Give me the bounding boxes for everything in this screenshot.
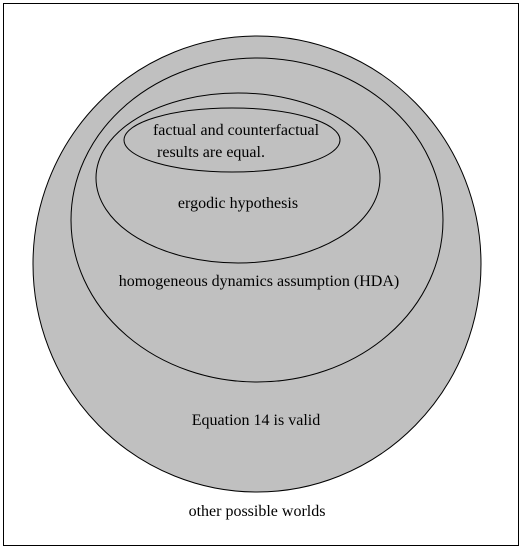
label-factual-counterfactual-line-2: results are equal. (157, 144, 265, 161)
label-factual-counterfactual-line-1: factual and counterfactual (153, 122, 320, 139)
label-homogeneous-dynamics-assumption: homogeneous dynamics assumption (HDA) (119, 273, 399, 290)
label-equation-14-valid: Equation 14 is valid (192, 412, 320, 429)
set-factual-counterfactual-equal (123, 107, 341, 173)
label-ergodic-hypothesis: ergodic hypothesis (178, 195, 298, 212)
label-other-possible-worlds: other possible worlds (189, 503, 326, 520)
